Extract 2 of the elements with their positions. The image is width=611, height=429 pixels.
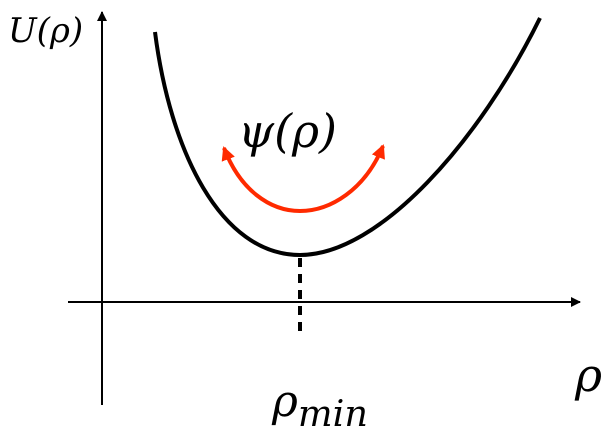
axis-label: U(ρ): [8, 14, 84, 48]
minimum-label: ρ$_{min}$: [272, 380, 368, 429]
